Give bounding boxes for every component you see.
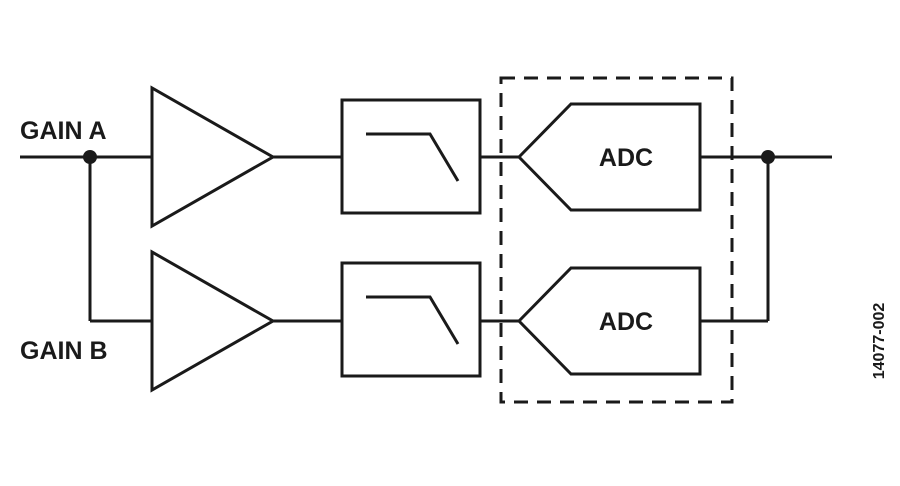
- amplifier-a-triangle: [150, 85, 277, 229]
- gain-b-label: GAIN B: [20, 337, 108, 365]
- lowpass-filter-b-symbol: [366, 295, 460, 345]
- adc-b-label: ADC: [599, 308, 653, 336]
- lowpass-filter-b: [340, 261, 482, 378]
- gain-a-label: GAIN A: [20, 117, 107, 145]
- adc-enclosure-dashed-box: [499, 76, 734, 404]
- lowpass-filter-a-symbol: [366, 132, 460, 182]
- adc-a-label: ADC: [599, 144, 653, 172]
- output-junction-dot: [761, 150, 775, 164]
- input-junction-dot: [83, 150, 97, 164]
- lowpass-filter-a: [340, 98, 482, 215]
- amplifier-b-triangle: [150, 249, 277, 393]
- figure-id-label: 14077-002: [871, 303, 888, 380]
